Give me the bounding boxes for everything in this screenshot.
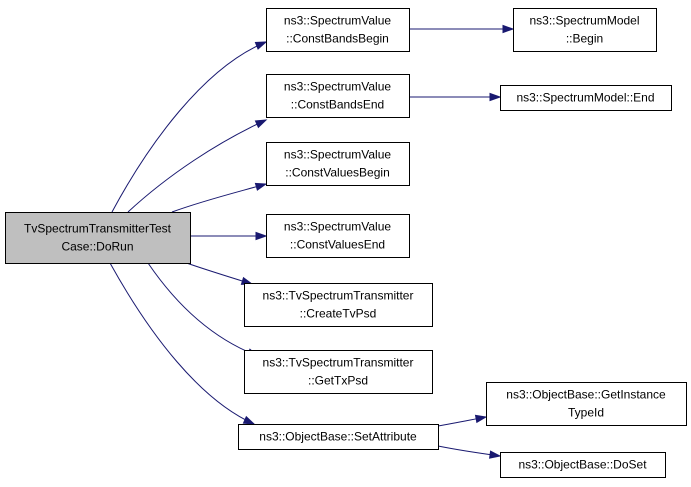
edge-root-to-values_begin (171, 182, 268, 213)
node-label-line: ::ConstBandsBegin (286, 32, 389, 46)
edge-line (171, 183, 267, 213)
node-label-line: TvSpectrumTransmitterTest (24, 222, 172, 236)
node-label-line: ::GetTxPsd (308, 374, 368, 388)
edge-set_attribute-to-do_set (437, 445, 502, 459)
edge-root-to-values_end (190, 231, 268, 241)
node-get-tx-psd[interactable]: ns3::TvSpectrumTransmitter::GetTxPsd (244, 350, 433, 394)
node-label-line: ::ConstValuesEnd (290, 238, 385, 252)
node-box[interactable] (266, 214, 410, 258)
edges-layer (109, 24, 515, 459)
node-box[interactable] (513, 8, 657, 52)
node-label-line: ns3::SpectrumValue (284, 148, 391, 162)
node-label-line: ns3::SpectrumModel (529, 14, 639, 28)
edge-root-to-bands_begin (111, 41, 268, 213)
node-box[interactable] (244, 283, 433, 327)
node-values-begin[interactable]: ns3::SpectrumValue::ConstValuesBegin (266, 142, 410, 186)
edge-set_attribute-to-get_instance_typeid (437, 414, 488, 427)
arrowhead-icon (255, 231, 268, 241)
edge-bands_begin-to-model_begin (409, 24, 515, 34)
node-label-line: ::Begin (566, 32, 603, 46)
node-label-line: ns3::ObjectBase::SetAttribute (259, 430, 417, 444)
node-box[interactable] (266, 74, 410, 118)
arrowhead-icon (254, 119, 268, 129)
node-label-line: Case::DoRun (61, 240, 133, 254)
node-do-set[interactable]: ns3::ObjectBase::DoSet (500, 452, 666, 478)
edge-line (111, 41, 267, 213)
node-label-line: ns3::ObjectBase::DoSet (518, 458, 647, 472)
edge-root-to-bands_end (127, 119, 268, 213)
arrowhead-icon (489, 450, 502, 459)
node-box[interactable] (244, 350, 433, 394)
edge-line (127, 119, 267, 213)
node-box[interactable] (266, 8, 410, 52)
arrowhead-icon (254, 182, 268, 191)
node-label-line: ns3::ObjectBase::GetInstance (506, 388, 666, 402)
node-label-line: ::ConstBandsEnd (291, 98, 384, 112)
node-label-line: ns3::SpectrumValue (284, 14, 391, 28)
node-box[interactable] (238, 424, 439, 450)
arrowhead-icon (489, 92, 502, 102)
node-box[interactable] (486, 382, 687, 426)
node-label-line: ns3::SpectrumModel::End (516, 91, 654, 105)
node-box[interactable] (266, 142, 410, 186)
node-label-line: ns3::SpectrumValue (284, 220, 391, 234)
node-label-line: ::ConstValuesBegin (285, 166, 390, 180)
node-label-line: TypeId (568, 406, 604, 420)
node-label-line: ::CreateTvPsd (300, 307, 377, 321)
arrowhead-icon (254, 41, 268, 50)
edge-line (147, 262, 259, 357)
edge-bands_end-to-model_end (409, 92, 502, 102)
node-label-line: ns3::TvSpectrumTransmitter (263, 356, 414, 370)
arrowhead-icon (242, 415, 256, 425)
node-label-line: ns3::SpectrumValue (284, 80, 391, 94)
node-box[interactable] (500, 85, 672, 111)
node-bands-end[interactable]: ns3::SpectrumValue::ConstBandsEnd (266, 74, 410, 118)
node-label-line: ns3::TvSpectrumTransmitter (263, 289, 414, 303)
arrowhead-icon (502, 24, 515, 34)
node-create-tv-psd[interactable]: ns3::TvSpectrumTransmitter::CreateTvPsd (244, 283, 433, 327)
edge-root-to-get_tx_psd (147, 262, 260, 357)
edge-line (109, 262, 255, 425)
arrowhead-icon (474, 414, 488, 424)
edge-root-to-set_attribute (109, 262, 256, 425)
node-set-attribute[interactable]: ns3::ObjectBase::SetAttribute (238, 424, 439, 450)
node-box[interactable] (500, 452, 666, 478)
node-values-end[interactable]: ns3::SpectrumValue::ConstValuesEnd (266, 214, 410, 258)
nodes-layer: TvSpectrumTransmitterTestCase::DoRunns3:… (5, 8, 687, 478)
node-bands-begin[interactable]: ns3::SpectrumValue::ConstBandsBegin (266, 8, 410, 52)
node-model-begin[interactable]: ns3::SpectrumModel::Begin (513, 8, 657, 52)
node-model-end[interactable]: ns3::SpectrumModel::End (500, 85, 672, 111)
node-box[interactable] (5, 212, 191, 264)
